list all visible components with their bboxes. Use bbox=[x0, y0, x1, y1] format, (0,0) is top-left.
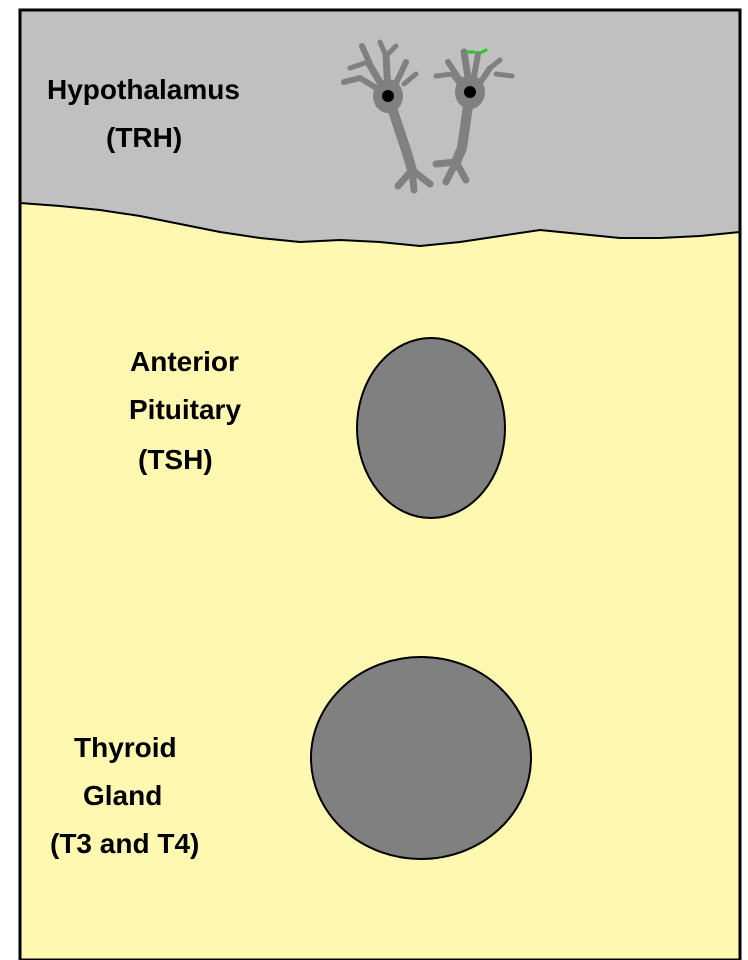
thyroid-label-line1: Thyroid bbox=[74, 734, 177, 762]
anterior-pituitary-gland bbox=[357, 338, 505, 518]
thyroid-gland bbox=[311, 657, 531, 859]
thyroid-label-line2: Gland bbox=[83, 782, 162, 810]
anterior-pituitary-label-line2: Pituitary bbox=[129, 396, 241, 424]
thyroid-hormone-label: (T3 and T4) bbox=[50, 830, 199, 858]
hypothalamus-label: Hypothalamus bbox=[47, 76, 240, 104]
anterior-pituitary-hormone-label: (TSH) bbox=[138, 446, 213, 474]
hypothalamus-hormone-label: (TRH) bbox=[106, 124, 182, 152]
anterior-pituitary-label-line1: Anterior bbox=[130, 348, 239, 376]
